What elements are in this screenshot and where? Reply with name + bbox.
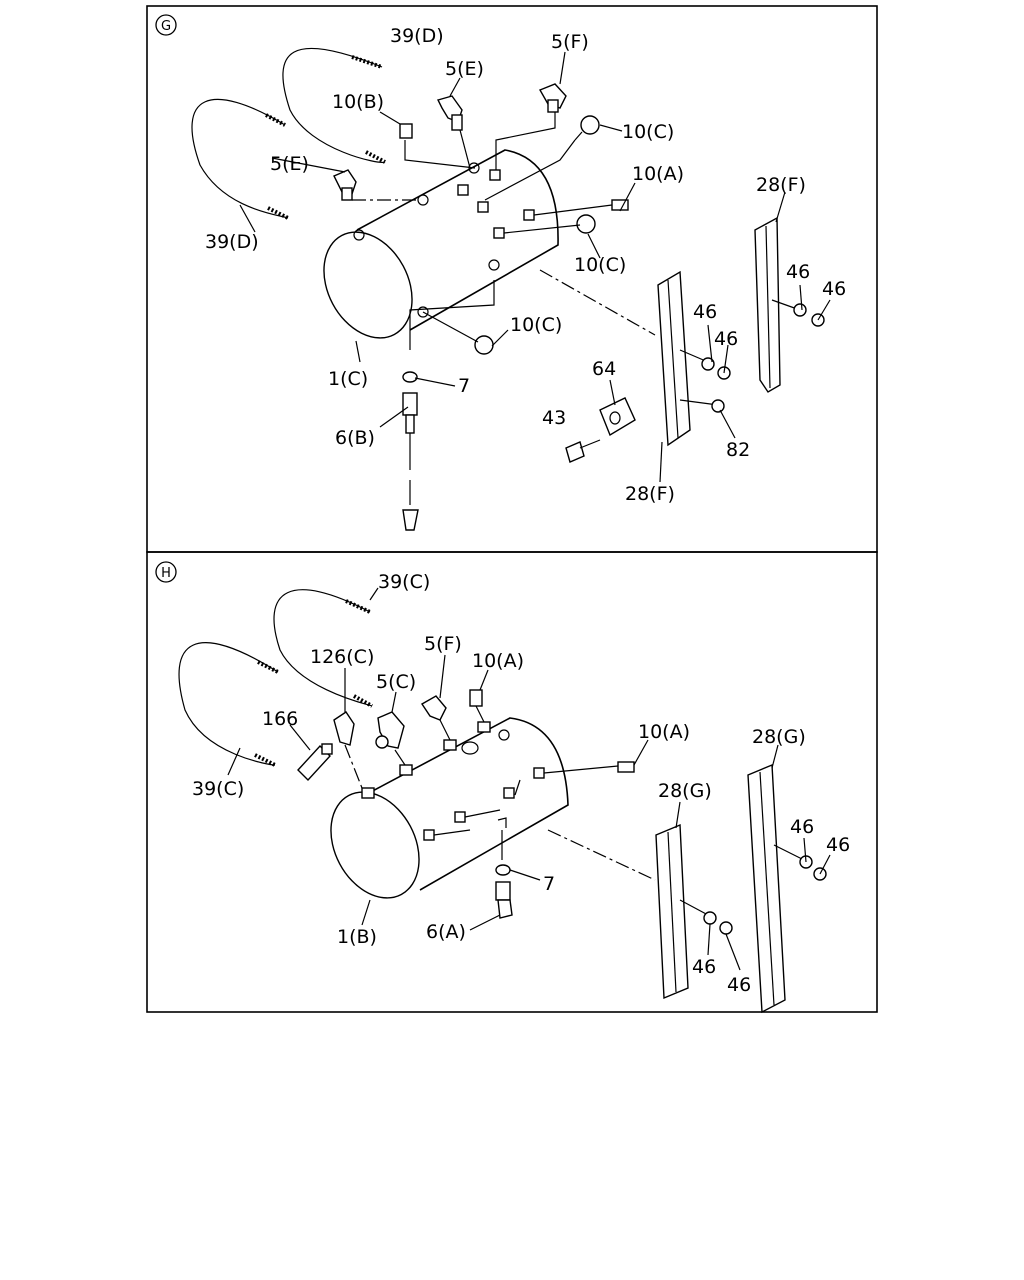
plug-10c-low xyxy=(474,335,494,355)
label-166: 166 xyxy=(262,708,298,730)
plug-10c-mid xyxy=(576,214,596,234)
hose-39c-upper xyxy=(273,589,373,708)
label-28f-bottom: 28(F) xyxy=(625,483,675,505)
small-bosses xyxy=(457,169,535,239)
plug-10a-right xyxy=(617,761,635,773)
plug-10c-top xyxy=(574,115,600,141)
label-46-a: 46 xyxy=(786,261,810,283)
label-126c: 126(C) xyxy=(310,646,374,668)
elbow-5f-h xyxy=(421,695,447,721)
drain-cock-6b xyxy=(402,392,419,531)
label-7-h: 7 xyxy=(543,873,555,895)
elbow-5f xyxy=(538,83,567,113)
bracket-28g-right xyxy=(747,763,827,1014)
air-tank-1b xyxy=(330,717,569,899)
elbow-5e-top xyxy=(436,95,463,131)
bolt-43 xyxy=(565,439,601,463)
air-tank-1c xyxy=(323,149,559,339)
label-46-c-h: 46 xyxy=(692,956,716,978)
washer-7 xyxy=(402,371,418,383)
label-28f-right: 28(F) xyxy=(756,174,806,196)
label-46-b: 46 xyxy=(822,278,846,300)
drain-cock-6a xyxy=(495,881,513,919)
panel-g-badge: G xyxy=(155,14,177,36)
label-28g-right: 28(G) xyxy=(752,726,806,748)
label-39d-left: 39(D) xyxy=(205,231,259,253)
label-46-d-h: 46 xyxy=(727,974,751,996)
label-46-d: 46 xyxy=(714,328,738,350)
plug-10a-top xyxy=(469,689,483,707)
svg-text:H: H xyxy=(161,566,171,581)
label-39c-left: 39(C) xyxy=(192,778,244,800)
label-46-b-h: 46 xyxy=(826,834,850,856)
label-1b: 1(B) xyxy=(337,926,377,948)
hose-39d-upper xyxy=(282,47,386,164)
sensor-166 xyxy=(297,743,333,782)
label-10a: 10(A) xyxy=(632,163,684,185)
elbow-5e-left xyxy=(333,169,357,201)
label-10a-top: 10(A) xyxy=(472,650,524,672)
svg-text:G: G xyxy=(161,19,171,34)
panel-h: H xyxy=(146,551,878,1014)
tee-5c xyxy=(375,711,405,749)
label-43: 43 xyxy=(542,407,566,429)
label-5f-h: 5(F) xyxy=(424,633,462,655)
panel-g: G xyxy=(146,5,878,553)
label-5c: 5(C) xyxy=(376,671,416,693)
label-10c-low: 10(C) xyxy=(510,314,562,336)
bracket-28g-left xyxy=(655,823,733,1000)
label-64: 64 xyxy=(592,358,616,380)
bracket-28f-right xyxy=(754,216,825,393)
label-46-c: 46 xyxy=(693,301,717,323)
plate-64 xyxy=(599,397,636,437)
label-5e-top: 5(E) xyxy=(445,58,484,80)
bracket-28f-left xyxy=(657,270,731,447)
label-46-a-h: 46 xyxy=(790,816,814,838)
hose-39d-lower xyxy=(191,98,289,220)
label-10b: 10(B) xyxy=(332,91,384,113)
label-10a-right: 10(A) xyxy=(638,721,690,743)
label-82: 82 xyxy=(726,439,750,461)
plug-10b xyxy=(399,123,413,139)
label-10c-top: 10(C) xyxy=(622,121,674,143)
elbow-126c xyxy=(333,711,355,746)
label-10c-mid: 10(C) xyxy=(574,254,626,276)
hose-39c-lower xyxy=(178,642,279,767)
label-5f: 5(F) xyxy=(551,31,589,53)
label-6a: 6(A) xyxy=(426,921,466,943)
label-1c: 1(C) xyxy=(328,368,368,390)
label-39c-top: 39(C) xyxy=(378,571,430,593)
panel-h-badge: H xyxy=(155,561,177,583)
label-39d-top: 39(D) xyxy=(390,25,444,47)
label-5e-left: 5(E) xyxy=(270,153,309,175)
label-6b: 6(B) xyxy=(335,427,375,449)
label-7: 7 xyxy=(458,375,470,397)
label-28g-left: 28(G) xyxy=(658,780,712,802)
washer-7-h xyxy=(495,864,511,876)
